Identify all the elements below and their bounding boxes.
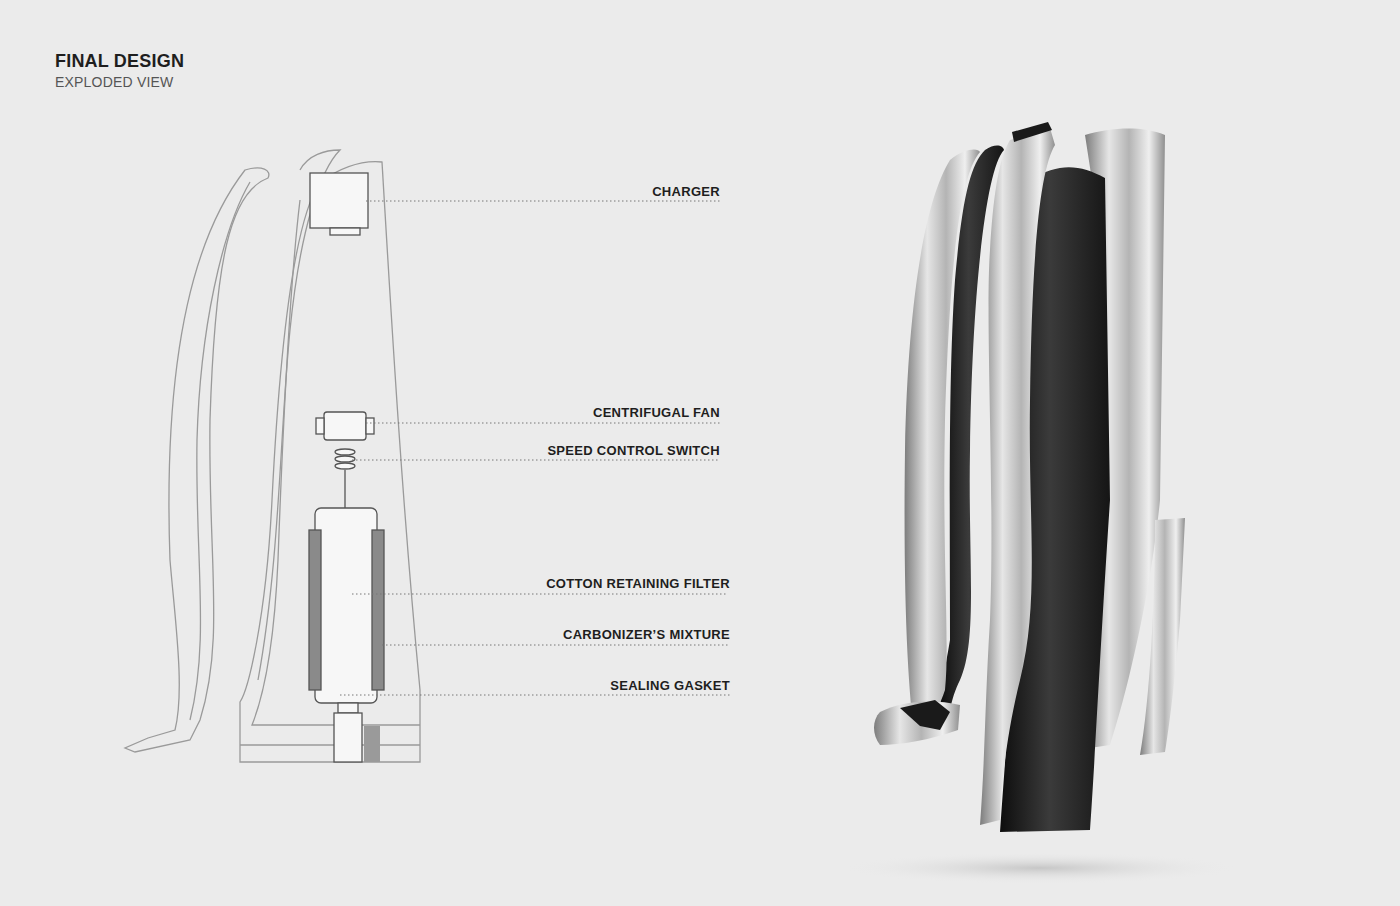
charger-plug (330, 228, 360, 235)
fan-side (316, 418, 324, 434)
front-cover-inner (190, 182, 250, 720)
mixture-layer (309, 530, 321, 690)
leader-lines (340, 201, 730, 695)
foot-detail (900, 700, 950, 730)
part-label: CHARGER (652, 184, 720, 199)
internal-parts (309, 173, 384, 762)
part-label: SPEED CONTROL SWITCH (547, 443, 720, 458)
gasket-neck (338, 703, 358, 713)
front-cover-outline (125, 168, 269, 752)
charger-part (310, 173, 368, 228)
part-label: COTTON RETAINING FILTER (546, 576, 730, 591)
leader-line (382, 645, 730, 646)
gasket-part (334, 713, 362, 762)
fan-side (366, 418, 374, 434)
part-label: CARBONIZER’S MIXTURE (563, 627, 730, 642)
leader-line (352, 594, 728, 595)
switch-coil (335, 456, 355, 462)
switch-rod (344, 470, 345, 508)
leader-line (366, 201, 720, 202)
gasket-shade (364, 726, 380, 762)
leader-line (352, 460, 720, 461)
base-shell (1140, 518, 1185, 755)
fan-part (324, 412, 366, 440)
main-shell-top (1012, 122, 1052, 142)
floor-shadow (840, 852, 1240, 884)
part-label: SEALING GASKET (610, 678, 730, 693)
switch-coil (335, 449, 355, 455)
leader-line (340, 695, 730, 696)
page-title: FINAL DESIGN (55, 51, 184, 72)
subtitle: EXPLODED VIEW (55, 74, 174, 90)
switch-coil (335, 463, 355, 469)
part-label: CENTRIFUGAL FAN (593, 405, 720, 420)
filter-cylinder (315, 508, 377, 703)
main-shell (980, 128, 1055, 825)
outline-drawing (125, 150, 420, 762)
housing-outline (240, 162, 420, 762)
housing-inner (252, 200, 420, 725)
leader-line (366, 423, 720, 424)
rendered-parts (874, 122, 1185, 832)
mixture-layer (372, 530, 384, 690)
base-line (240, 744, 420, 745)
front-strip (905, 150, 980, 740)
